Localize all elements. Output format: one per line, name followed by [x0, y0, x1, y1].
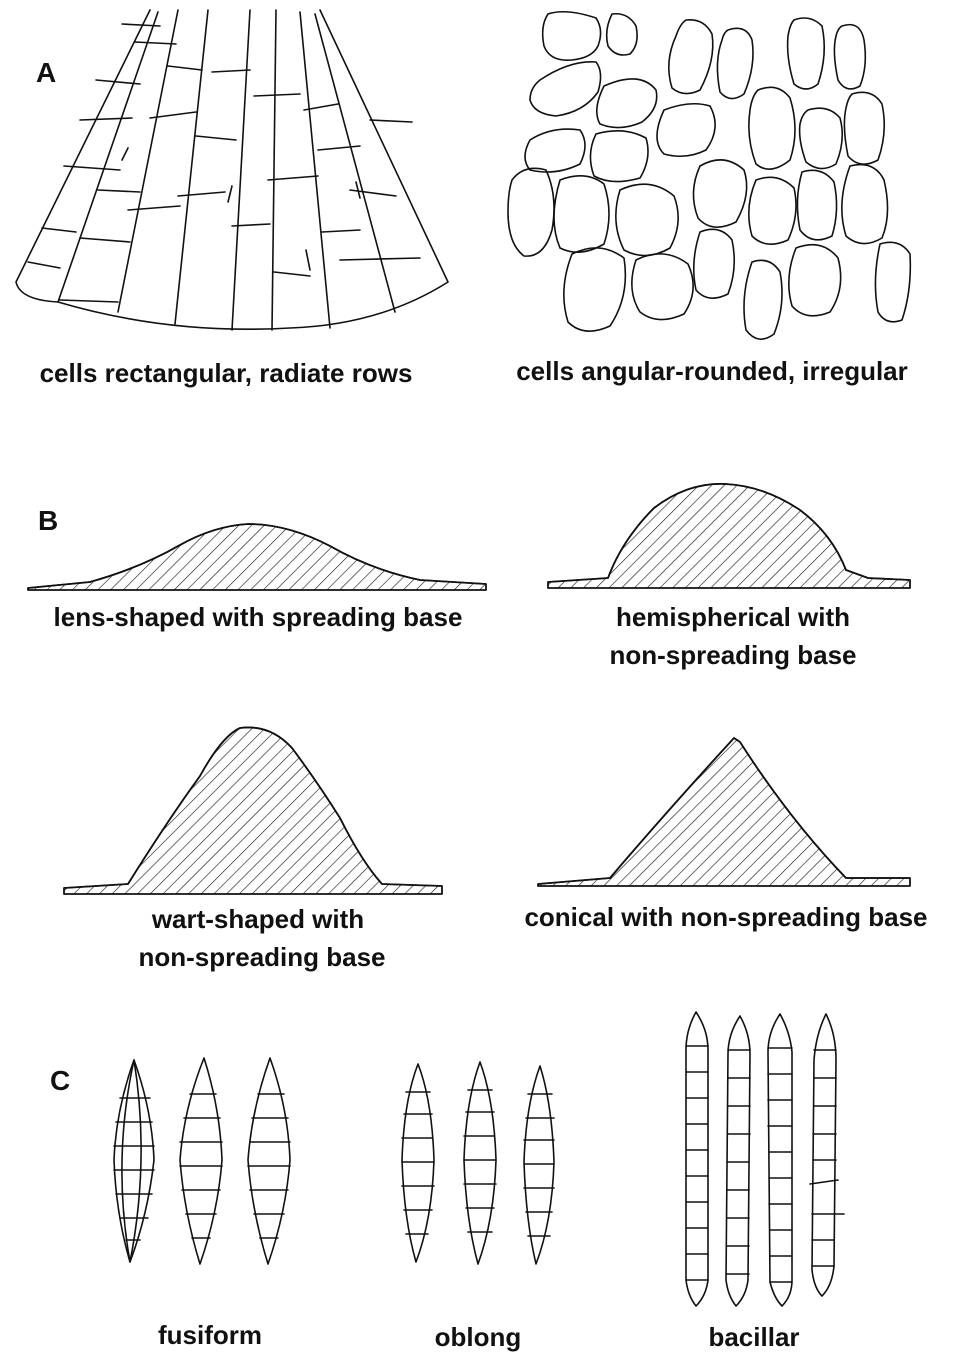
- caption-hemispherical-1: hemispherical with: [616, 602, 850, 632]
- conical-mound: [538, 738, 910, 886]
- caption-wart-shaped-1: wart-shaped with: [151, 904, 364, 934]
- caption-radiate-rows: cells rectangular, radiate rows: [40, 358, 413, 388]
- caption-irregular-cells: cells angular-rounded, irregular: [516, 356, 908, 386]
- oblong-spores: [402, 1062, 554, 1264]
- fusiform-spores: [114, 1058, 290, 1264]
- radiate-cells-drawing: [16, 10, 448, 330]
- panel-b-letter: B: [38, 505, 58, 536]
- caption-hemispherical-2: non-spreading base: [609, 640, 856, 670]
- caption-conical: conical with non-spreading base: [524, 902, 927, 932]
- panel-a-letter: A: [36, 57, 56, 88]
- wart-shaped-mound: [64, 727, 442, 894]
- caption-oblong: oblong: [435, 1322, 522, 1352]
- panel-c-letter: C: [50, 1065, 70, 1096]
- hemispherical-mound: [548, 484, 910, 588]
- caption-lens-shaped: lens-shaped with spreading base: [54, 602, 463, 632]
- caption-wart-shaped-2: non-spreading base: [138, 942, 385, 972]
- irregular-cells-drawing: [508, 12, 910, 339]
- lens-shaped-mound: [28, 524, 486, 590]
- caption-fusiform: fusiform: [158, 1320, 262, 1350]
- bacillar-spores: [686, 1012, 844, 1306]
- caption-bacillar: bacillar: [708, 1322, 799, 1352]
